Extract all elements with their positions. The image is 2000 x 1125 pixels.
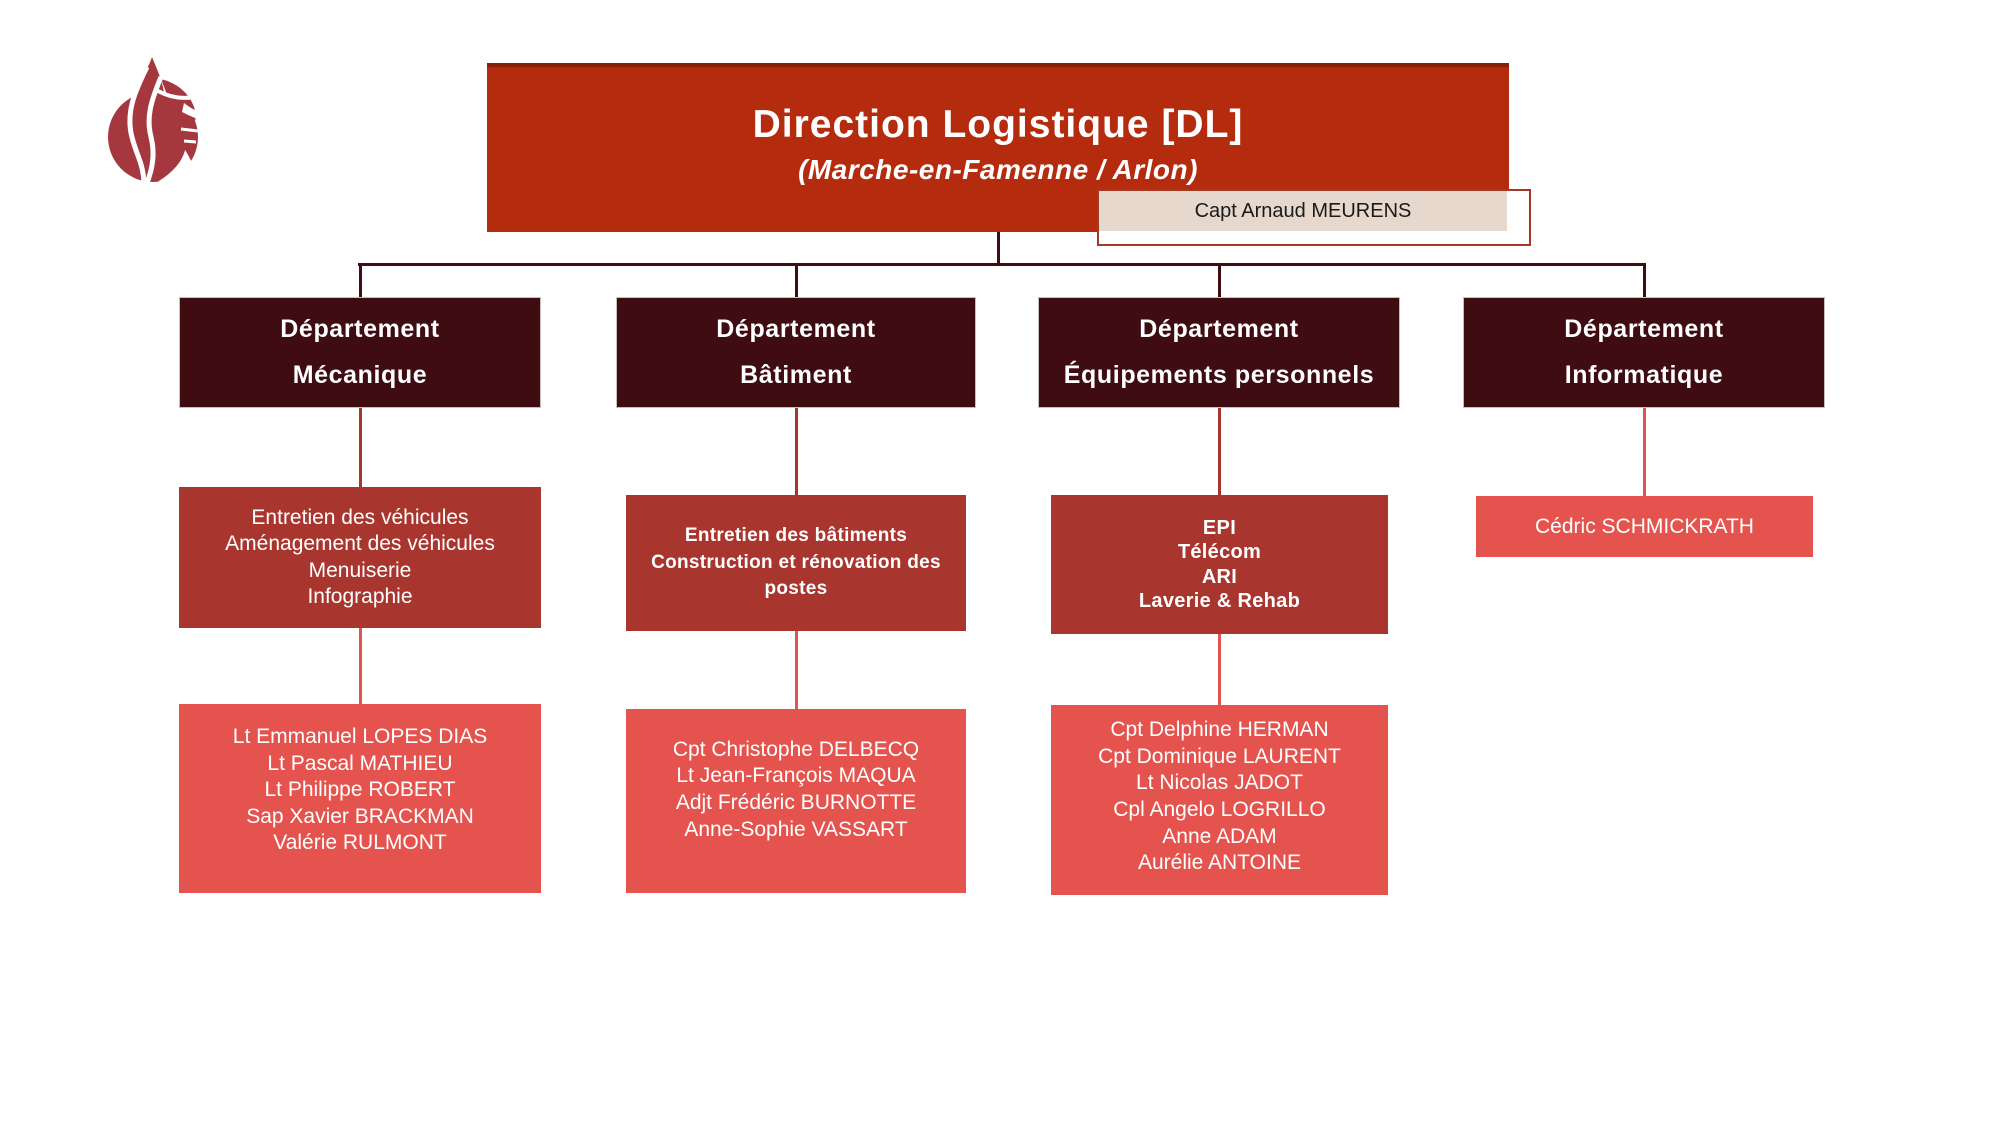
firefighter-flame-emblem-icon: [108, 57, 199, 185]
unit-box-batiment: Entretien des bâtiments Construction et …: [626, 495, 966, 631]
unit-box-mecanique: Entretien des véhicules Aménagement des …: [179, 487, 541, 628]
assistant-box: Capt Arnaud MEURENS: [1097, 189, 1531, 246]
assistant-name: Capt Arnaud MEURENS: [1099, 191, 1507, 231]
connector-drop-mecanique: [359, 266, 362, 297]
connector-drop-equipements: [1218, 266, 1221, 297]
chart-subtitle: (Marche-en-Famenne / Arlon): [798, 154, 1198, 185]
department-name: Mécanique: [292, 361, 428, 389]
connector-drop-batiment: [795, 266, 798, 297]
connector-equipements-units: [1218, 408, 1221, 495]
department-name: Informatique: [1564, 361, 1724, 389]
connector-mecanique-staff: [359, 628, 362, 704]
staff-box-batiment: Cpt Christophe DELBECQ Lt Jean-François …: [626, 709, 966, 893]
connector-informatique-staff: [1643, 408, 1646, 496]
staff-box-equipements: Cpt Delphine HERMAN Cpt Dominique LAUREN…: [1051, 705, 1388, 895]
connector-batiment-staff: [795, 631, 798, 709]
connector-equipements-staff: [1218, 634, 1221, 705]
department-box-equipements-personnels: Département Équipements personnels: [1038, 297, 1400, 408]
connector-root-stub: [997, 232, 1000, 265]
unit-box-equipements: EPI Télécom ARI Laverie & Rehab: [1051, 495, 1388, 634]
department-box-informatique: Département Informatique: [1463, 297, 1825, 408]
department-box-mecanique: Département Mécanique: [179, 297, 541, 408]
department-name: Équipements personnels: [1063, 361, 1375, 389]
department-word: Département: [280, 315, 440, 343]
connector-mecanique-units: [359, 408, 362, 487]
connector-drop-informatique: [1643, 266, 1646, 297]
staff-box-mecanique: Lt Emmanuel LOPES DIAS Lt Pascal MATHIEU…: [179, 704, 541, 893]
department-name: Bâtiment: [740, 361, 852, 389]
department-word: Département: [716, 315, 876, 343]
connector-rail: [358, 263, 1646, 266]
connector-batiment-units: [795, 408, 798, 495]
department-word: Département: [1564, 315, 1724, 343]
staff-box-informatique: Cédric SCHMICKRATH: [1476, 496, 1813, 557]
department-box-batiment: Département Bâtiment: [616, 297, 976, 408]
chart-title: Direction Logistique [DL]: [752, 103, 1244, 146]
department-word: Département: [1139, 315, 1299, 343]
